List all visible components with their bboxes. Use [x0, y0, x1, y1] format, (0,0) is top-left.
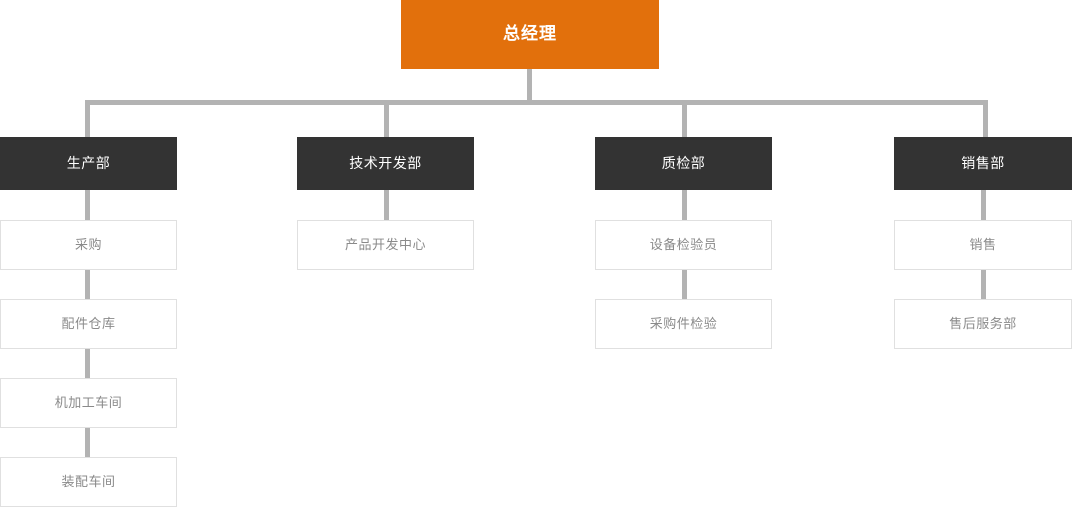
org-node-sub-1-4[interactable]: 装配车间	[0, 457, 177, 507]
connector-bus-drop-1	[85, 100, 90, 137]
org-node-department-1[interactable]: 生产部	[0, 137, 177, 190]
connector-bus-drop-3	[682, 100, 687, 137]
connector-root-stem	[527, 69, 532, 104]
org-node-sub-1-3-label: 机加工车间	[54, 395, 123, 411]
connector-c1-s4	[85, 428, 90, 457]
org-node-sub-1-2-label: 配件仓库	[61, 316, 116, 332]
org-node-sub-1-4-label: 装配车间	[61, 474, 116, 490]
connector-c3-s1	[682, 190, 687, 220]
connector-c4-s2	[981, 270, 986, 299]
connector-c1-s2	[85, 270, 90, 299]
org-node-sub-3-1-label: 设备检验员	[649, 237, 718, 253]
org-node-sub-1-1-label: 采购	[74, 237, 102, 253]
org-node-root[interactable]: 总经理	[401, 0, 659, 69]
org-node-sub-1-3[interactable]: 机加工车间	[0, 378, 177, 428]
org-node-department-4-label: 销售部	[961, 155, 1005, 172]
org-node-department-2-label: 技术开发部	[349, 155, 422, 172]
connector-c1-s1	[85, 190, 90, 220]
org-node-sub-1-1[interactable]: 采购	[0, 220, 177, 270]
org-node-sub-1-2[interactable]: 配件仓库	[0, 299, 177, 349]
org-node-sub-4-1[interactable]: 销售	[894, 220, 1072, 270]
org-node-root-label: 总经理	[503, 24, 557, 44]
org-node-department-4[interactable]: 销售部	[894, 137, 1072, 190]
org-node-department-3-label: 质检部	[661, 155, 706, 172]
connector-c1-s3	[85, 349, 90, 378]
org-node-sub-2-1-label: 产品开发中心	[344, 237, 426, 253]
connector-c4-s1	[981, 190, 986, 220]
org-node-sub-4-1-label: 销售	[969, 237, 997, 253]
org-node-sub-3-2[interactable]: 采购件检验	[595, 299, 772, 349]
org-node-sub-4-2[interactable]: 售后服务部	[894, 299, 1072, 349]
org-node-department-2[interactable]: 技术开发部	[297, 137, 474, 190]
org-node-department-1-label: 生产部	[66, 155, 111, 172]
connector-c3-s2	[682, 270, 687, 299]
org-node-sub-3-2-label: 采购件检验	[649, 316, 718, 332]
org-node-sub-4-2-label: 售后服务部	[949, 316, 1017, 332]
connector-bus-drop-4	[983, 100, 988, 137]
connector-c2-s1	[384, 190, 389, 220]
connector-bus-horizontal	[85, 100, 988, 105]
connector-bus-drop-2	[384, 100, 389, 137]
org-node-sub-3-1[interactable]: 设备检验员	[595, 220, 772, 270]
org-node-sub-2-1[interactable]: 产品开发中心	[297, 220, 474, 270]
org-node-department-3[interactable]: 质检部	[595, 137, 772, 190]
